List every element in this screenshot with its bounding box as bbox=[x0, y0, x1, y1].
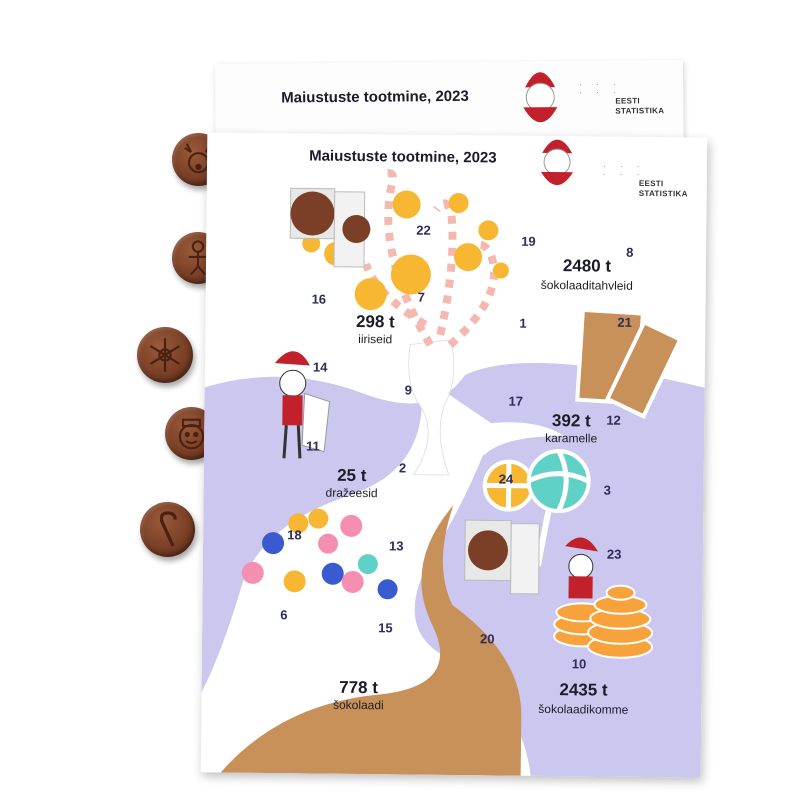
santa-icon bbox=[523, 72, 558, 123]
santa-icon bbox=[540, 139, 573, 186]
snowflake-icon bbox=[149, 338, 181, 372]
back-title: Maiustuste tootmine, 2023 bbox=[281, 87, 469, 107]
stat-label-toffees: iiriseid bbox=[358, 331, 393, 347]
front-title: Maiustuste tootmine, 2023 bbox=[309, 147, 497, 167]
stat-label-chocolate-candies: šokolaadikomme bbox=[538, 701, 629, 717]
door-17[interactable]: 17 bbox=[508, 393, 524, 409]
door-21[interactable]: 21 bbox=[617, 314, 632, 330]
door-2[interactable]: 2 bbox=[398, 460, 407, 476]
door-6[interactable]: 6 bbox=[280, 607, 288, 623]
stat-value-chocolate-bars: 2480 t bbox=[562, 256, 612, 276]
stat-label-chocolate: šokolaadi bbox=[332, 697, 384, 713]
door-7[interactable]: 7 bbox=[417, 289, 425, 305]
logo-dots: · · ·· · · bbox=[602, 161, 646, 179]
door-18[interactable]: 18 bbox=[287, 527, 302, 543]
stat-label-chocolate-bars: šokolaaditahvleid bbox=[540, 277, 633, 293]
gingerbread-man-icon bbox=[188, 240, 208, 276]
door-20[interactable]: 20 bbox=[479, 631, 495, 647]
stat-value-toffees: 298 t bbox=[355, 311, 395, 332]
stat-value-caramels: 392 t bbox=[551, 411, 591, 431]
stat-label-caramels: karamelle bbox=[545, 430, 598, 446]
logo-statistika: STATISTIKA bbox=[615, 106, 665, 116]
calendar-illustration bbox=[200, 169, 705, 778]
chocolate-coin-snowflake bbox=[137, 327, 193, 383]
elf-right-icon bbox=[565, 537, 598, 599]
logo-eesti: EESTI bbox=[615, 96, 640, 106]
door-15[interactable]: 15 bbox=[378, 620, 393, 636]
door-24[interactable]: 24 bbox=[498, 471, 514, 487]
door-3[interactable]: 3 bbox=[603, 482, 611, 498]
logo-dots: · · ·· · · bbox=[579, 79, 622, 97]
door-22[interactable]: 22 bbox=[416, 222, 431, 238]
stat-label-dragees: dražeesid bbox=[325, 485, 378, 501]
elf-left-icon bbox=[274, 351, 331, 459]
stat-value-dragees: 25 t bbox=[337, 465, 367, 486]
door-23[interactable]: 23 bbox=[606, 546, 622, 562]
door-11[interactable]: 11 bbox=[306, 438, 320, 454]
stat-value-chocolate-candies: 2435 t bbox=[559, 680, 608, 700]
logo-eesti: EESTI bbox=[638, 178, 664, 189]
door-10[interactable]: 10 bbox=[571, 656, 587, 672]
snowman-icon bbox=[178, 418, 205, 450]
door-19[interactable]: 19 bbox=[521, 233, 536, 249]
stat-value-chocolate: 778 t bbox=[339, 677, 379, 698]
door-14[interactable]: 14 bbox=[312, 359, 328, 375]
candy-cane-icon bbox=[159, 511, 177, 547]
door-1[interactable]: 1 bbox=[519, 315, 527, 331]
door-16[interactable]: 16 bbox=[311, 291, 327, 307]
door-9[interactable]: 9 bbox=[404, 382, 412, 398]
advent-calendar: Maiustuste tootmine, 2023 · · ·· · · EES… bbox=[200, 132, 708, 778]
calendar-back-sheet: Maiustuste tootmine, 2023 · · ·· · · EES… bbox=[214, 59, 690, 765]
logo-statistika: STATISTIKA bbox=[638, 188, 688, 199]
chocolate-coin-candy-cane bbox=[140, 502, 195, 557]
door-13[interactable]: 13 bbox=[388, 538, 404, 554]
